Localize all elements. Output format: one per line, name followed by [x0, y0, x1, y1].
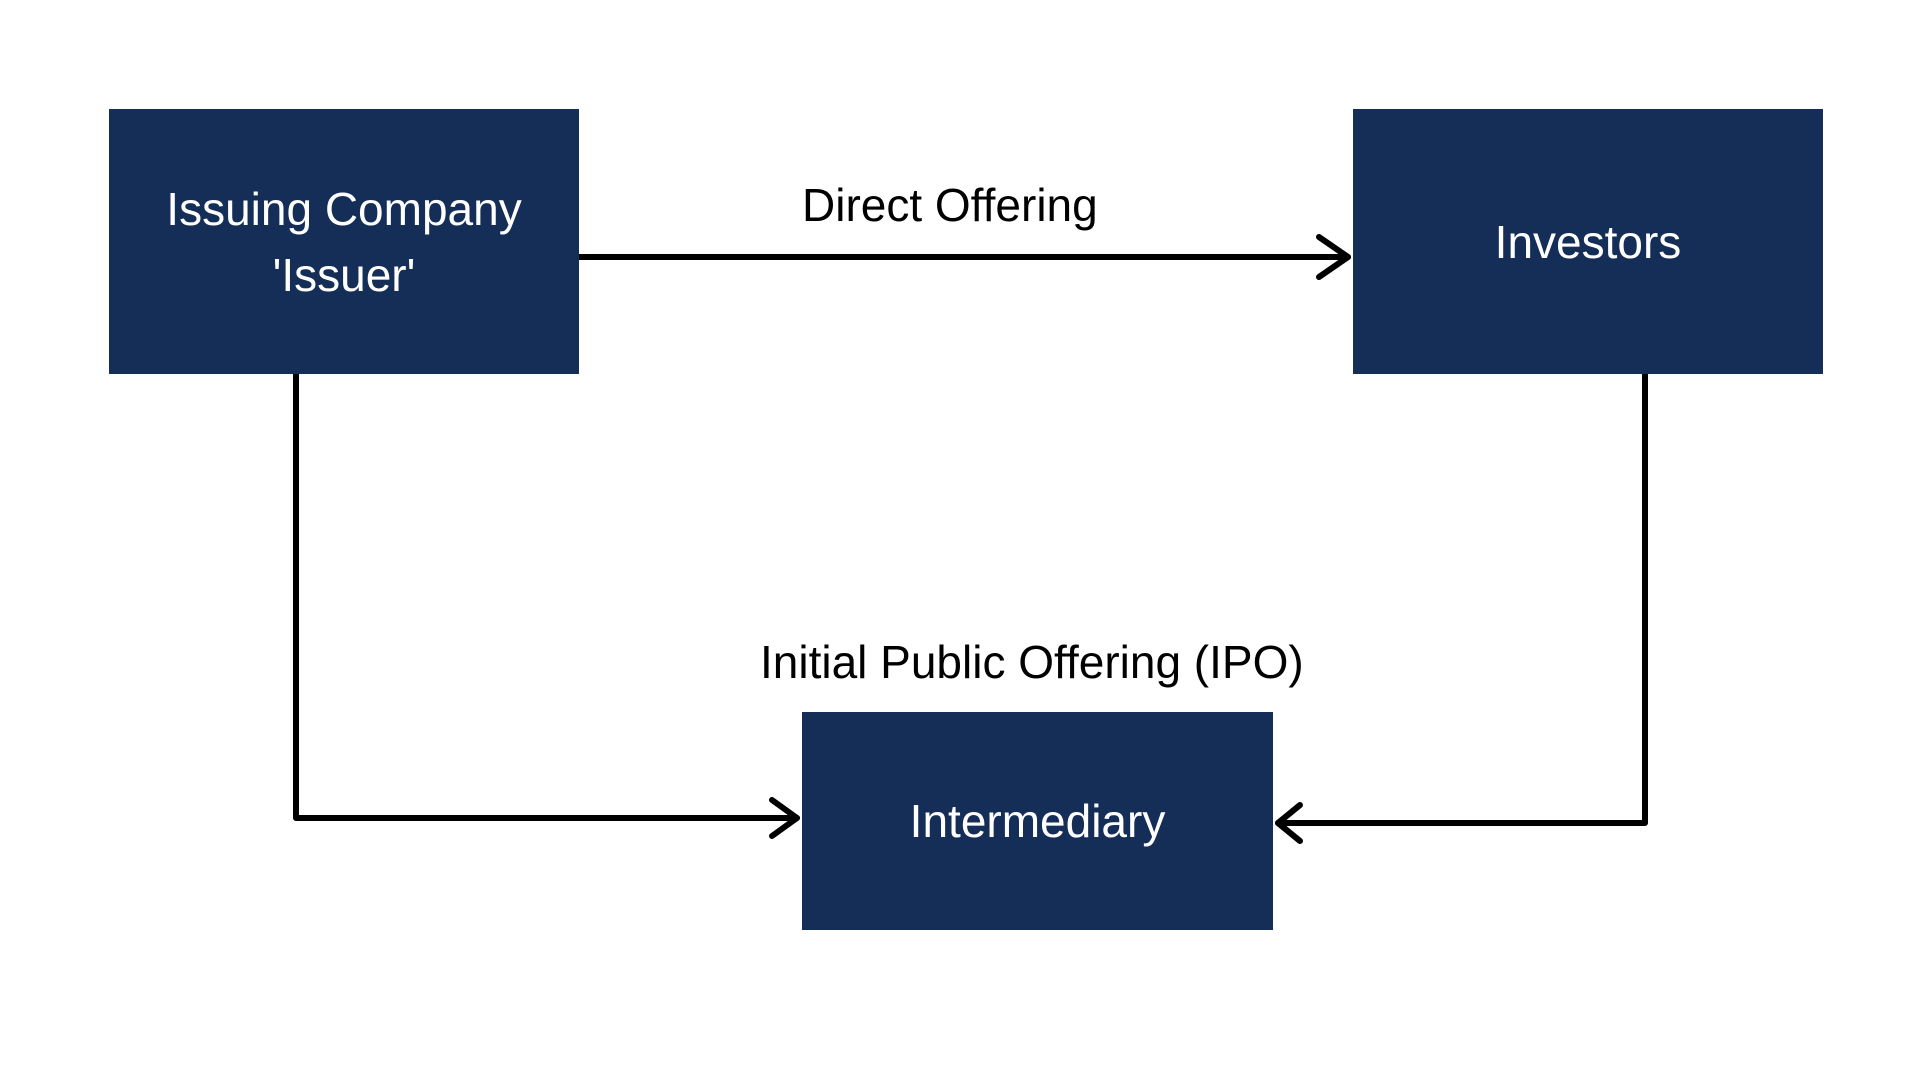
investors-node: Investors	[1353, 109, 1823, 374]
direct-offering-label: Direct Offering	[802, 179, 1098, 231]
issuing-company-node: Issuing Company 'Issuer'	[109, 109, 579, 374]
investors-label: Investors	[1494, 215, 1682, 268]
arrow-investors-to-intermediary-head	[1275, 802, 1303, 844]
arrow-issuer-to-intermediary-line	[293, 371, 800, 821]
arrow-issuer-to-intermediary-head	[769, 797, 800, 839]
issuing-company-label-line2: 'Issuer'	[272, 248, 416, 301]
intermediary-node: Intermediary	[802, 712, 1273, 930]
arrow-investors-to-intermediary-line	[1275, 371, 1648, 826]
issuing-company-label-line1: Issuing Company	[166, 182, 522, 235]
intermediary-label: Intermediary	[909, 795, 1166, 847]
ipo-label: Initial Public Offering (IPO)	[760, 636, 1304, 688]
arrow-direct-offering-head	[1316, 234, 1351, 280]
